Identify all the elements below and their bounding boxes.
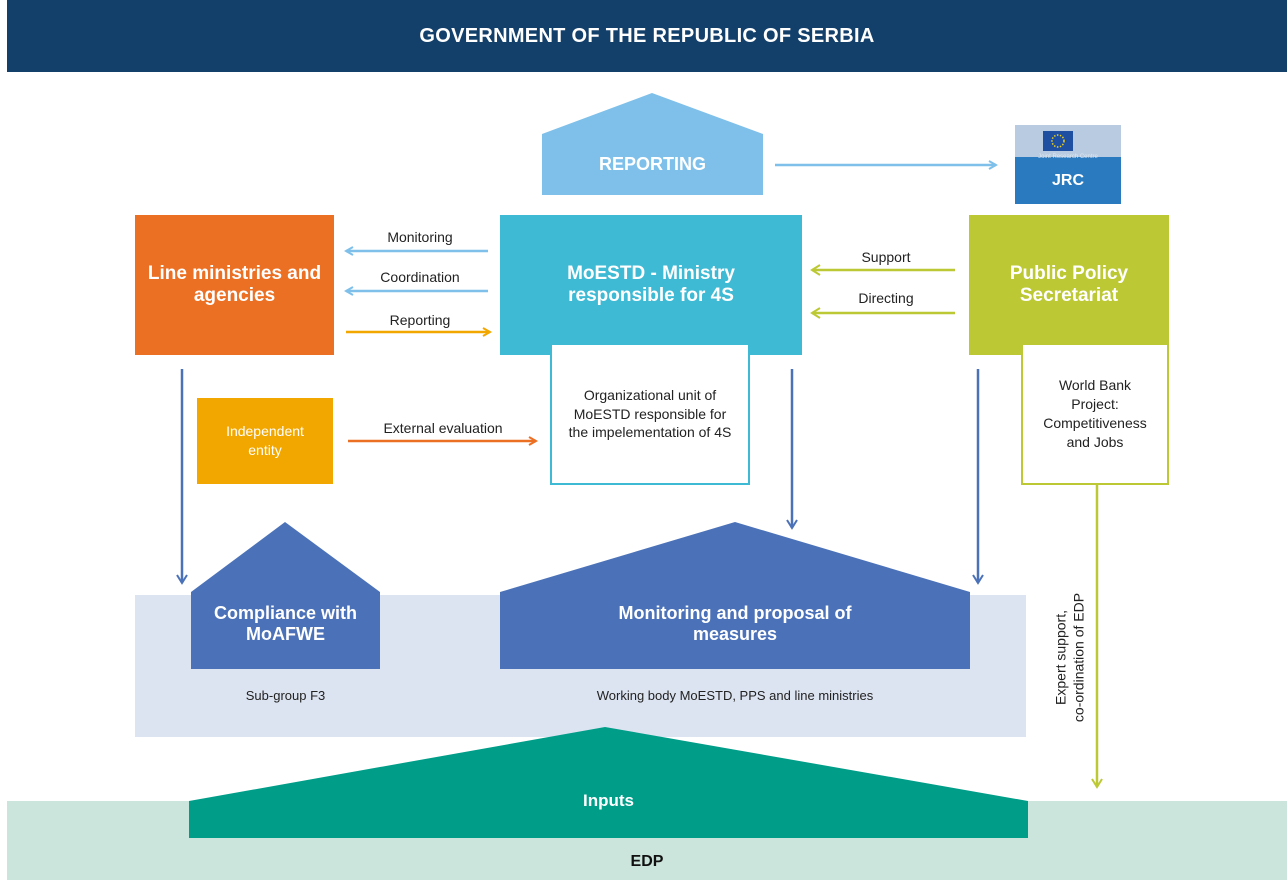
inputs-shape: [189, 727, 1028, 838]
jrc-caption: Joint Research Centre: [1038, 154, 1098, 160]
edp-label: EDP: [630, 853, 664, 870]
directing-label: Directing: [858, 290, 914, 306]
reporting-shape: [542, 93, 763, 195]
org-unit-box: Organizational unit of MoESTD responsibl…: [550, 343, 750, 485]
compliance-subtitle: Sub-group F3: [245, 688, 326, 703]
pps-label: Public Policy Secretariat: [1009, 263, 1129, 306]
world-bank-label: World Bank Project: Competitiveness and …: [1043, 377, 1147, 450]
monitoring-proposal-title: Monitoring and proposal of measures: [618, 603, 852, 644]
monitoring-proposal-shape: [500, 522, 970, 669]
pps-box: Public Policy Secretariat: [969, 215, 1169, 355]
independent-entity-label: Independent entity: [226, 423, 304, 458]
world-bank-box: World Bank Project: Competitiveness and …: [1021, 343, 1169, 485]
independent-entity-box: Independent entity: [197, 398, 333, 484]
reporting-arrow-label: Reporting: [389, 312, 451, 328]
support-label: Support: [861, 249, 911, 265]
moestd-box: MoESTD - Ministry responsible for 4S: [500, 215, 802, 355]
monitoring-proposal-subtitle: Working body MoESTD, PPS and line minist…: [596, 688, 874, 703]
reporting-label: REPORTING: [598, 154, 706, 174]
compliance-shape: [191, 522, 380, 669]
jrc-label: JRC: [1051, 172, 1084, 189]
coordination-label: Coordination: [380, 269, 460, 285]
jrc-logo: [1015, 125, 1121, 204]
inputs-label: Inputs: [583, 791, 634, 810]
expert-support-line-1: Expert support,: [1052, 610, 1069, 705]
external-evaluation-label: External evaluation: [383, 420, 503, 436]
banner-title: GOVERNMENT OF THE REPUBLIC OF SERBIA: [419, 24, 875, 47]
government-banner: GOVERNMENT OF THE REPUBLIC OF SERBIA: [7, 0, 1287, 72]
expert-support-label: Expert support, co-ordination of EDP: [1050, 580, 1090, 740]
expert-support-line-2: co-ordination of EDP: [1070, 592, 1086, 723]
org-unit-label: Organizational unit of MoESTD responsibl…: [568, 386, 732, 441]
compliance-title: Compliance with MoAFWE: [213, 603, 357, 644]
line-ministries-box: Line ministries and agencies: [135, 215, 334, 355]
moestd-label: MoESTD - Ministry responsible for 4S: [567, 263, 735, 306]
line-ministries-label: Line ministries and agencies: [147, 263, 322, 306]
monitoring-label: Monitoring: [387, 229, 453, 245]
